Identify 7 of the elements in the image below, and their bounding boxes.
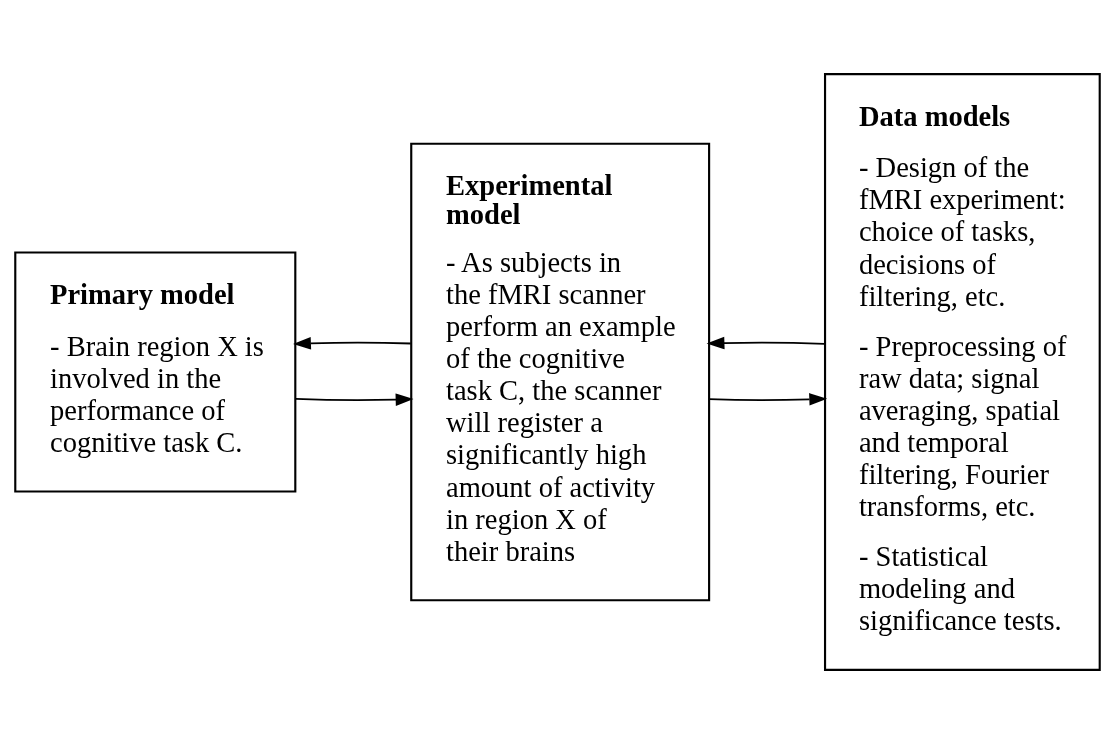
node-box: Experimental model - As subjects in the fMRI scanner perform an example of the cognitive task C, the scanner will register a significantly high amount of activity in region X of their brains xyxy=(410,142,711,601)
arrow xyxy=(294,392,414,406)
arrow xyxy=(293,336,412,350)
arrow xyxy=(706,336,826,349)
arrow xyxy=(708,392,828,406)
node-box: Primary model - Brain region X is involved in the performance of cognitive task C. xyxy=(14,250,297,493)
node-box: Data models - Design of the fMRI experiment: choice of tasks, decisions of filtering, etc. - Preprocessing of raw data; signal averaging, spatial and temporal filtering, Fourier transforms, etc. - Statistical modeling and significance tests. xyxy=(823,72,1101,671)
